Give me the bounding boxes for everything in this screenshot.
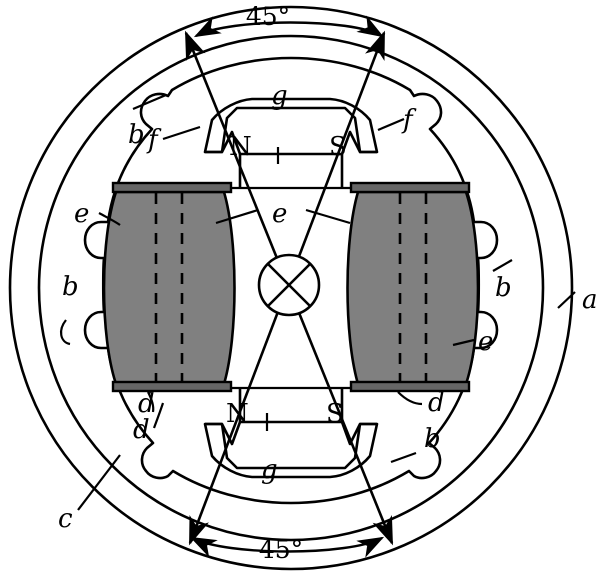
label-c: c — [58, 504, 73, 534]
pole-label-top-right: S — [329, 132, 347, 162]
label-g-bottom: g — [261, 455, 278, 485]
leader-e-left — [98, 212, 121, 226]
angle-label-bottom: 45° — [259, 535, 303, 564]
pole-label-bottom-right: S — [326, 399, 344, 429]
label-e-center: e — [272, 199, 287, 229]
label-e-left: e — [74, 199, 89, 229]
leader-e-right — [452, 338, 475, 347]
shaft-cross-line-b — [267, 263, 311, 307]
label-g-top: g — [271, 81, 288, 111]
leader-a — [557, 291, 576, 309]
leader-c — [77, 454, 121, 511]
coil-left-body — [102, 190, 236, 386]
leader-d-left-upper — [147, 391, 155, 413]
label-b-right: b — [495, 273, 512, 303]
angle-arc-top — [193, 15, 385, 38]
leader-e-center-left — [215, 208, 259, 225]
label-d-right: d — [428, 388, 445, 418]
coil-right-flange-bottom — [349, 380, 471, 393]
label-a: a — [582, 285, 598, 315]
leader-f-left — [162, 125, 201, 141]
label-b-bottomright: b — [424, 424, 441, 454]
label-d-left-lower: d — [133, 415, 150, 445]
leader-f-right — [377, 117, 405, 132]
leader-d-right — [397, 391, 423, 406]
angle-label-top: 45° — [246, 2, 290, 31]
coil-right-flange-top — [349, 181, 471, 194]
leader-d-left-lower — [152, 402, 165, 429]
coil-right-body — [346, 190, 480, 386]
coil-left-flange-bottom — [111, 380, 233, 393]
leader-e-center-right — [305, 208, 351, 225]
leader-b-right — [492, 259, 513, 272]
label-d-left-upper: d — [138, 389, 155, 419]
leader-b-topleft — [132, 93, 167, 111]
label-b-left: b — [62, 272, 79, 302]
leader-b-left — [60, 319, 71, 346]
pole-label-top-left: N — [229, 132, 252, 162]
leader-b-bottomright — [390, 451, 417, 464]
angle-arc-bottom — [189, 536, 385, 558]
pole-label-bottom-left: N — [226, 399, 249, 429]
coil-left-flange-top — [111, 181, 233, 194]
label-b-topleft: b — [128, 120, 145, 150]
label-e-right: e — [478, 327, 493, 357]
